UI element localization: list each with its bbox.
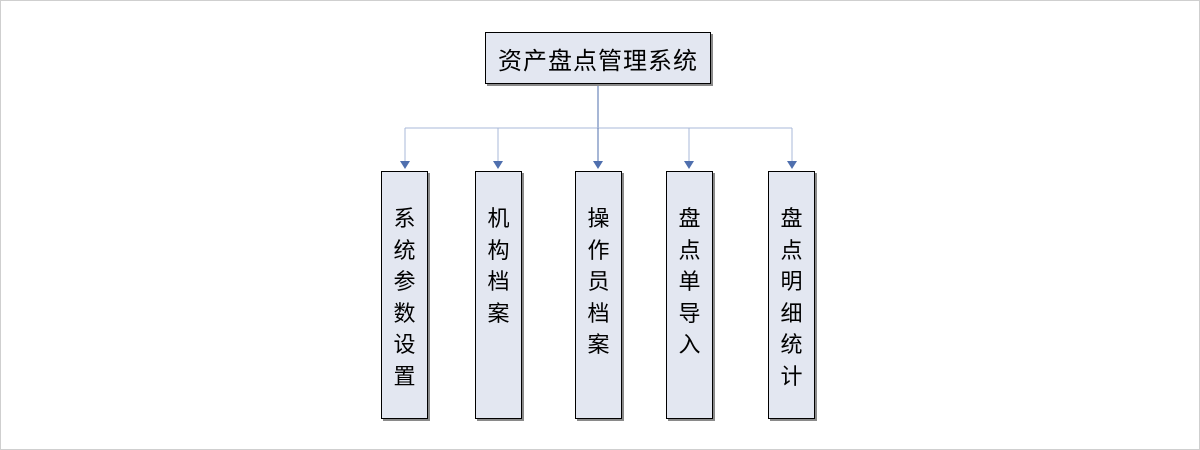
child-node-label: 盘点单导入 [678, 204, 700, 362]
label-char: 操 [587, 207, 610, 232]
label-char: 案 [487, 301, 510, 327]
label-char: 导 [678, 301, 701, 327]
label-char: 案 [587, 333, 610, 358]
label-char: 细 [780, 301, 803, 327]
label-char: 员 [587, 270, 610, 295]
label-char: 计 [780, 364, 803, 390]
label-char: 盘 [678, 207, 701, 232]
arrowhead-1 [400, 161, 410, 169]
label-char: 档 [587, 301, 610, 327]
arrowhead-4 [684, 161, 694, 169]
root-node-label: 资产盘点管理系统 [498, 46, 698, 75]
root-node: 资产盘点管理系统 [485, 32, 711, 84]
arrowhead-5 [787, 161, 797, 169]
label-char: 盘 [780, 207, 803, 232]
label-char: 机 [487, 207, 510, 232]
label-char: 作 [587, 238, 610, 264]
arrowhead-2 [493, 161, 503, 169]
child-node-label: 盘点明细统计 [780, 204, 802, 393]
label-char: 单 [678, 270, 701, 295]
child-node-system-params: 系统参数设置 [381, 171, 428, 419]
label-char: 入 [678, 333, 701, 358]
child-node-operator-archive: 操作员档案 [575, 171, 622, 419]
label-char: 点 [678, 238, 701, 264]
label-char: 参 [393, 270, 416, 295]
child-node-label: 机构档案 [487, 204, 509, 330]
label-char: 统 [780, 333, 803, 358]
label-char: 点 [780, 238, 803, 264]
child-node-org-archive: 机构档案 [475, 171, 522, 419]
label-char: 置 [393, 364, 416, 390]
child-node-detail-stats: 盘点明细统计 [768, 171, 815, 419]
label-char: 档 [487, 270, 510, 295]
label-char: 设 [393, 333, 416, 358]
label-char: 系 [393, 207, 416, 232]
label-char: 统 [393, 238, 416, 264]
label-char: 构 [487, 238, 510, 264]
child-node-label: 操作员档案 [587, 204, 609, 362]
child-node-inventory-import: 盘点单导入 [666, 171, 713, 419]
arrowhead-3 [593, 161, 603, 169]
label-char: 明 [780, 270, 803, 295]
label-char: 数 [393, 301, 416, 327]
child-node-label: 系统参数设置 [393, 204, 415, 393]
